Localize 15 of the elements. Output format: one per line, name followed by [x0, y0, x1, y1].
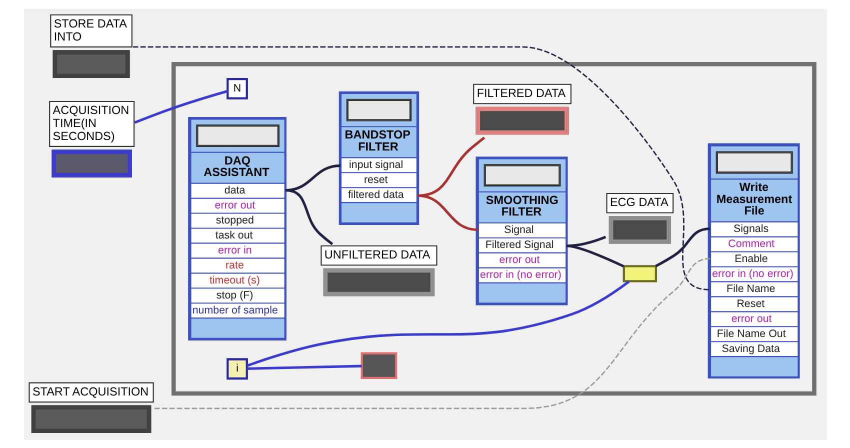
node-box: N — [226, 77, 248, 99]
connector — [246, 364, 362, 370]
connector — [566, 235, 606, 247]
connector — [566, 244, 624, 268]
connector — [416, 136, 485, 196]
connector — [246, 280, 630, 366]
connector — [134, 89, 228, 124]
node-box — [360, 352, 397, 379]
node-box: i — [226, 358, 248, 380]
cluster — [171, 61, 816, 396]
node-box — [622, 264, 657, 282]
connector — [154, 258, 710, 409]
connector — [132, 46, 710, 290]
connector — [284, 164, 340, 192]
connector — [654, 227, 710, 267]
